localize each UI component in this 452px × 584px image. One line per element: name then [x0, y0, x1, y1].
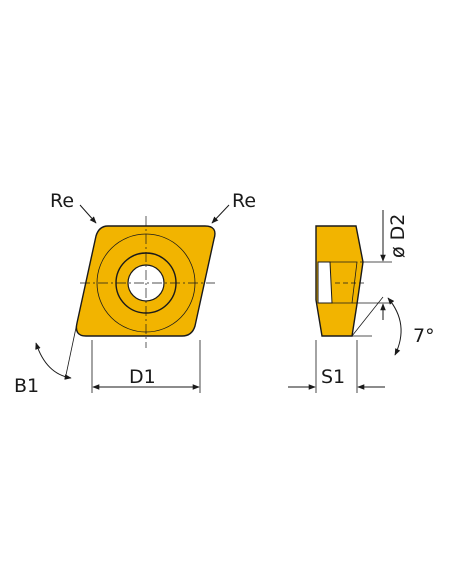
d2-label: ø D2 — [387, 214, 409, 258]
side-countersink — [330, 261, 358, 304]
angle-arc — [387, 297, 402, 356]
angle-face-extension — [351, 296, 384, 337]
angle-label: 7° — [413, 325, 435, 347]
re-left-label: Re — [50, 190, 74, 212]
b1-extension-line — [65, 322, 78, 376]
s1-label: S1 — [321, 366, 345, 388]
d1-label: D1 — [129, 366, 156, 388]
b1-arc — [35, 342, 72, 380]
re-left-arrow — [79, 204, 97, 224]
d2-dimension: ø D2 — [352, 210, 409, 320]
re-right-label: Re — [232, 190, 256, 212]
side-bore — [317, 261, 333, 304]
clearance-angle-dimension: 7° — [351, 296, 435, 356]
b1-angle-dimension: B1 — [14, 322, 78, 397]
b1-label: B1 — [14, 375, 39, 397]
s1-dimension: S1 — [288, 340, 385, 393]
re-right-arrow — [211, 204, 230, 224]
radius-callouts: Re Re — [50, 190, 256, 224]
insert-side-view — [315, 225, 366, 337]
d1-dimension: D1 — [91, 340, 201, 393]
insert-top-view — [75, 216, 216, 348]
side-body — [315, 225, 364, 337]
